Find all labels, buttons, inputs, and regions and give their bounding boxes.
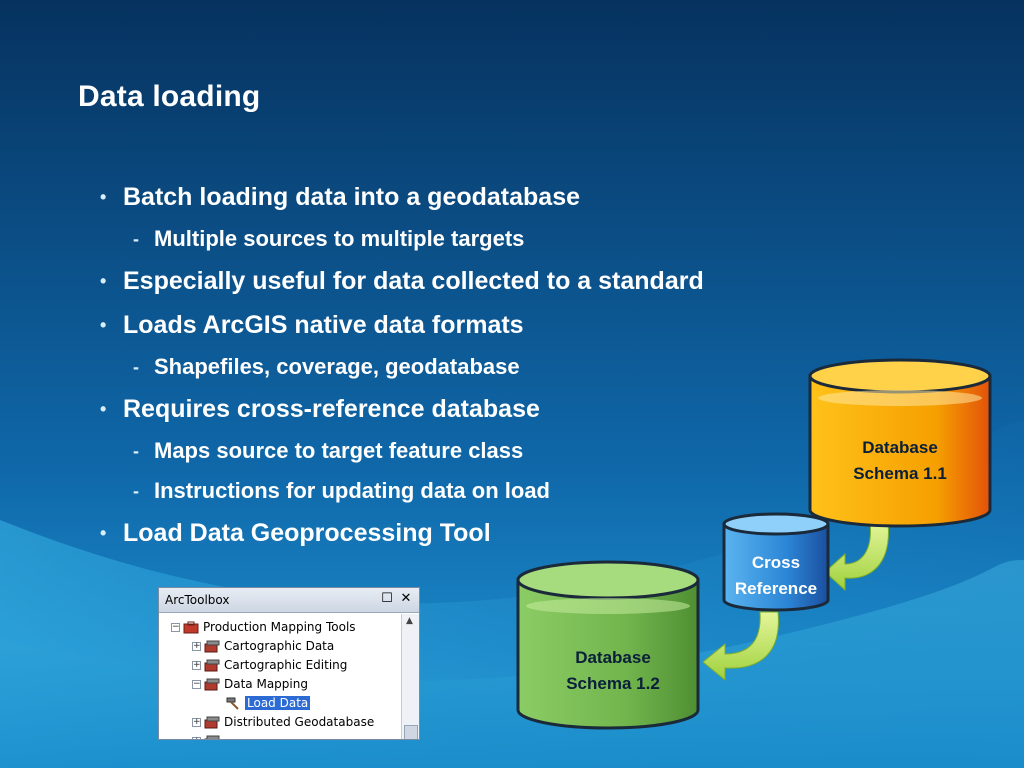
tree-item-cartographic-editing[interactable]: + Cartographic Editing xyxy=(192,656,347,674)
vertical-scrollbar[interactable]: ▲ xyxy=(401,614,419,739)
schema-1-2-label: Database Schema 1.2 xyxy=(528,645,698,697)
bullet-item: • Loads ArcGIS native data formats xyxy=(100,306,820,350)
bullet-dot-icon: • xyxy=(100,399,107,419)
tree-item-data-mapping[interactable]: − Data Mapping xyxy=(192,675,308,693)
expand-icon[interactable]: + xyxy=(192,717,201,727)
sub-bullet-text: Maps source to target feature class xyxy=(154,438,524,463)
collapse-icon[interactable]: − xyxy=(192,679,201,689)
expand-icon[interactable]: + xyxy=(192,641,201,651)
bullet-item: • Load Data Geoprocessing Tool xyxy=(100,514,820,558)
expand-icon[interactable]: + xyxy=(192,660,201,670)
hammer-icon xyxy=(226,697,239,710)
bullet-dot-icon: • xyxy=(100,523,107,543)
tree-item-label: Cartographic Editing xyxy=(224,658,348,672)
sub-bullet-item: -Multiple sources to multiple targets xyxy=(100,222,820,262)
bullet-list: • Batch loading data into a geodatabase -… xyxy=(100,178,820,558)
sub-bullet-text: Multiple sources to multiple targets xyxy=(154,226,525,251)
label-line: Cross xyxy=(751,553,801,572)
arctoolbox-titlebar: ArcToolbox ☐ ✕ xyxy=(159,588,419,613)
tree-item-production-mapping-tools[interactable]: − Production Mapping Tools xyxy=(171,618,356,636)
cross-reference-cylinder xyxy=(722,512,830,612)
tree-item-partial[interactable]: + xyxy=(192,732,224,739)
bullet-dot-icon: • xyxy=(100,187,107,207)
toolbox-icon xyxy=(183,621,199,634)
bullet-text: Batch loading data into a geodatabase xyxy=(123,183,581,211)
label-line: Database xyxy=(575,648,651,667)
tree-item-distributed-geodatabase[interactable]: + Distributed Geodatabase xyxy=(192,713,374,731)
dash-icon: - xyxy=(133,441,139,461)
sub-bullet-item: -Shapefiles, coverage, geodatabase xyxy=(100,350,820,390)
label-line: Reference xyxy=(734,579,818,598)
schema-1-1-label: Database Schema 1.1 xyxy=(820,435,980,487)
scroll-up-icon[interactable]: ▲ xyxy=(406,616,413,626)
close-icon[interactable]: ✕ xyxy=(400,591,412,606)
sub-bullet-text: Instructions for updating data on load xyxy=(154,478,550,503)
arctoolbox-tree: − Production Mapping Tools + Cartographic … xyxy=(159,614,401,739)
label-line: Schema 1.1 xyxy=(853,464,947,483)
bullet-text: Requires cross-reference database xyxy=(123,395,540,423)
arctoolbox-window: ArcToolbox ☐ ✕ − Production Mapping Tools… xyxy=(158,587,420,740)
toolset-icon xyxy=(204,678,220,691)
sub-bullet-text: Shapefiles, coverage, geodatabase xyxy=(154,354,520,379)
toolset-icon xyxy=(204,716,220,729)
restore-icon[interactable]: ☐ xyxy=(381,591,393,606)
scrollbar-thumb[interactable] xyxy=(404,725,418,739)
label-line: Schema 1.2 xyxy=(566,674,660,693)
bullet-text: Loads ArcGIS native data formats xyxy=(123,311,524,339)
label-line: Database xyxy=(862,438,938,457)
arrow-icon xyxy=(702,611,779,682)
tree-item-label: Cartographic Data xyxy=(224,639,335,653)
tree-item-label: Load Data xyxy=(245,696,311,710)
expand-icon[interactable]: + xyxy=(192,737,201,739)
toolset-icon xyxy=(204,659,220,672)
tree-item-label: Production Mapping Tools xyxy=(203,620,356,634)
arrow-icon xyxy=(824,521,889,592)
sub-bullet-item: -Maps source to target feature class xyxy=(100,434,820,474)
dash-icon: - xyxy=(133,481,139,501)
database-diagram xyxy=(516,358,992,730)
schema-1-2-cylinder xyxy=(516,560,700,730)
sub-bullet-item: -Instructions for updating data on load xyxy=(100,474,820,514)
schema-1-1-cylinder xyxy=(808,358,992,528)
bullet-text: Especially useful for data collected to … xyxy=(123,267,704,295)
toolset-icon xyxy=(204,640,220,653)
slide-title: Data loading xyxy=(78,80,261,113)
bullet-dot-icon: • xyxy=(100,271,107,291)
dash-icon: - xyxy=(133,229,139,249)
tree-item-load-data[interactable]: Load Data xyxy=(225,694,311,712)
bullet-dot-icon: • xyxy=(100,315,107,335)
toolset-icon xyxy=(204,735,220,739)
arctoolbox-title: ArcToolbox xyxy=(165,593,230,607)
collapse-icon[interactable]: − xyxy=(171,622,180,632)
dash-icon: - xyxy=(133,357,139,377)
cross-reference-label: Cross Reference xyxy=(724,550,828,602)
tree-item-cartographic-data[interactable]: + Cartographic Data xyxy=(192,637,334,655)
bullet-item: • Batch loading data into a geodatabase xyxy=(100,178,820,222)
tree-item-label: Distributed Geodatabase xyxy=(224,715,375,729)
bullet-item: • Especially useful for data collected to… xyxy=(100,262,820,306)
tree-item-label: Data Mapping xyxy=(224,677,308,691)
bullet-text: Load Data Geoprocessing Tool xyxy=(123,519,491,547)
bullet-item: • Requires cross-reference database xyxy=(100,390,820,434)
